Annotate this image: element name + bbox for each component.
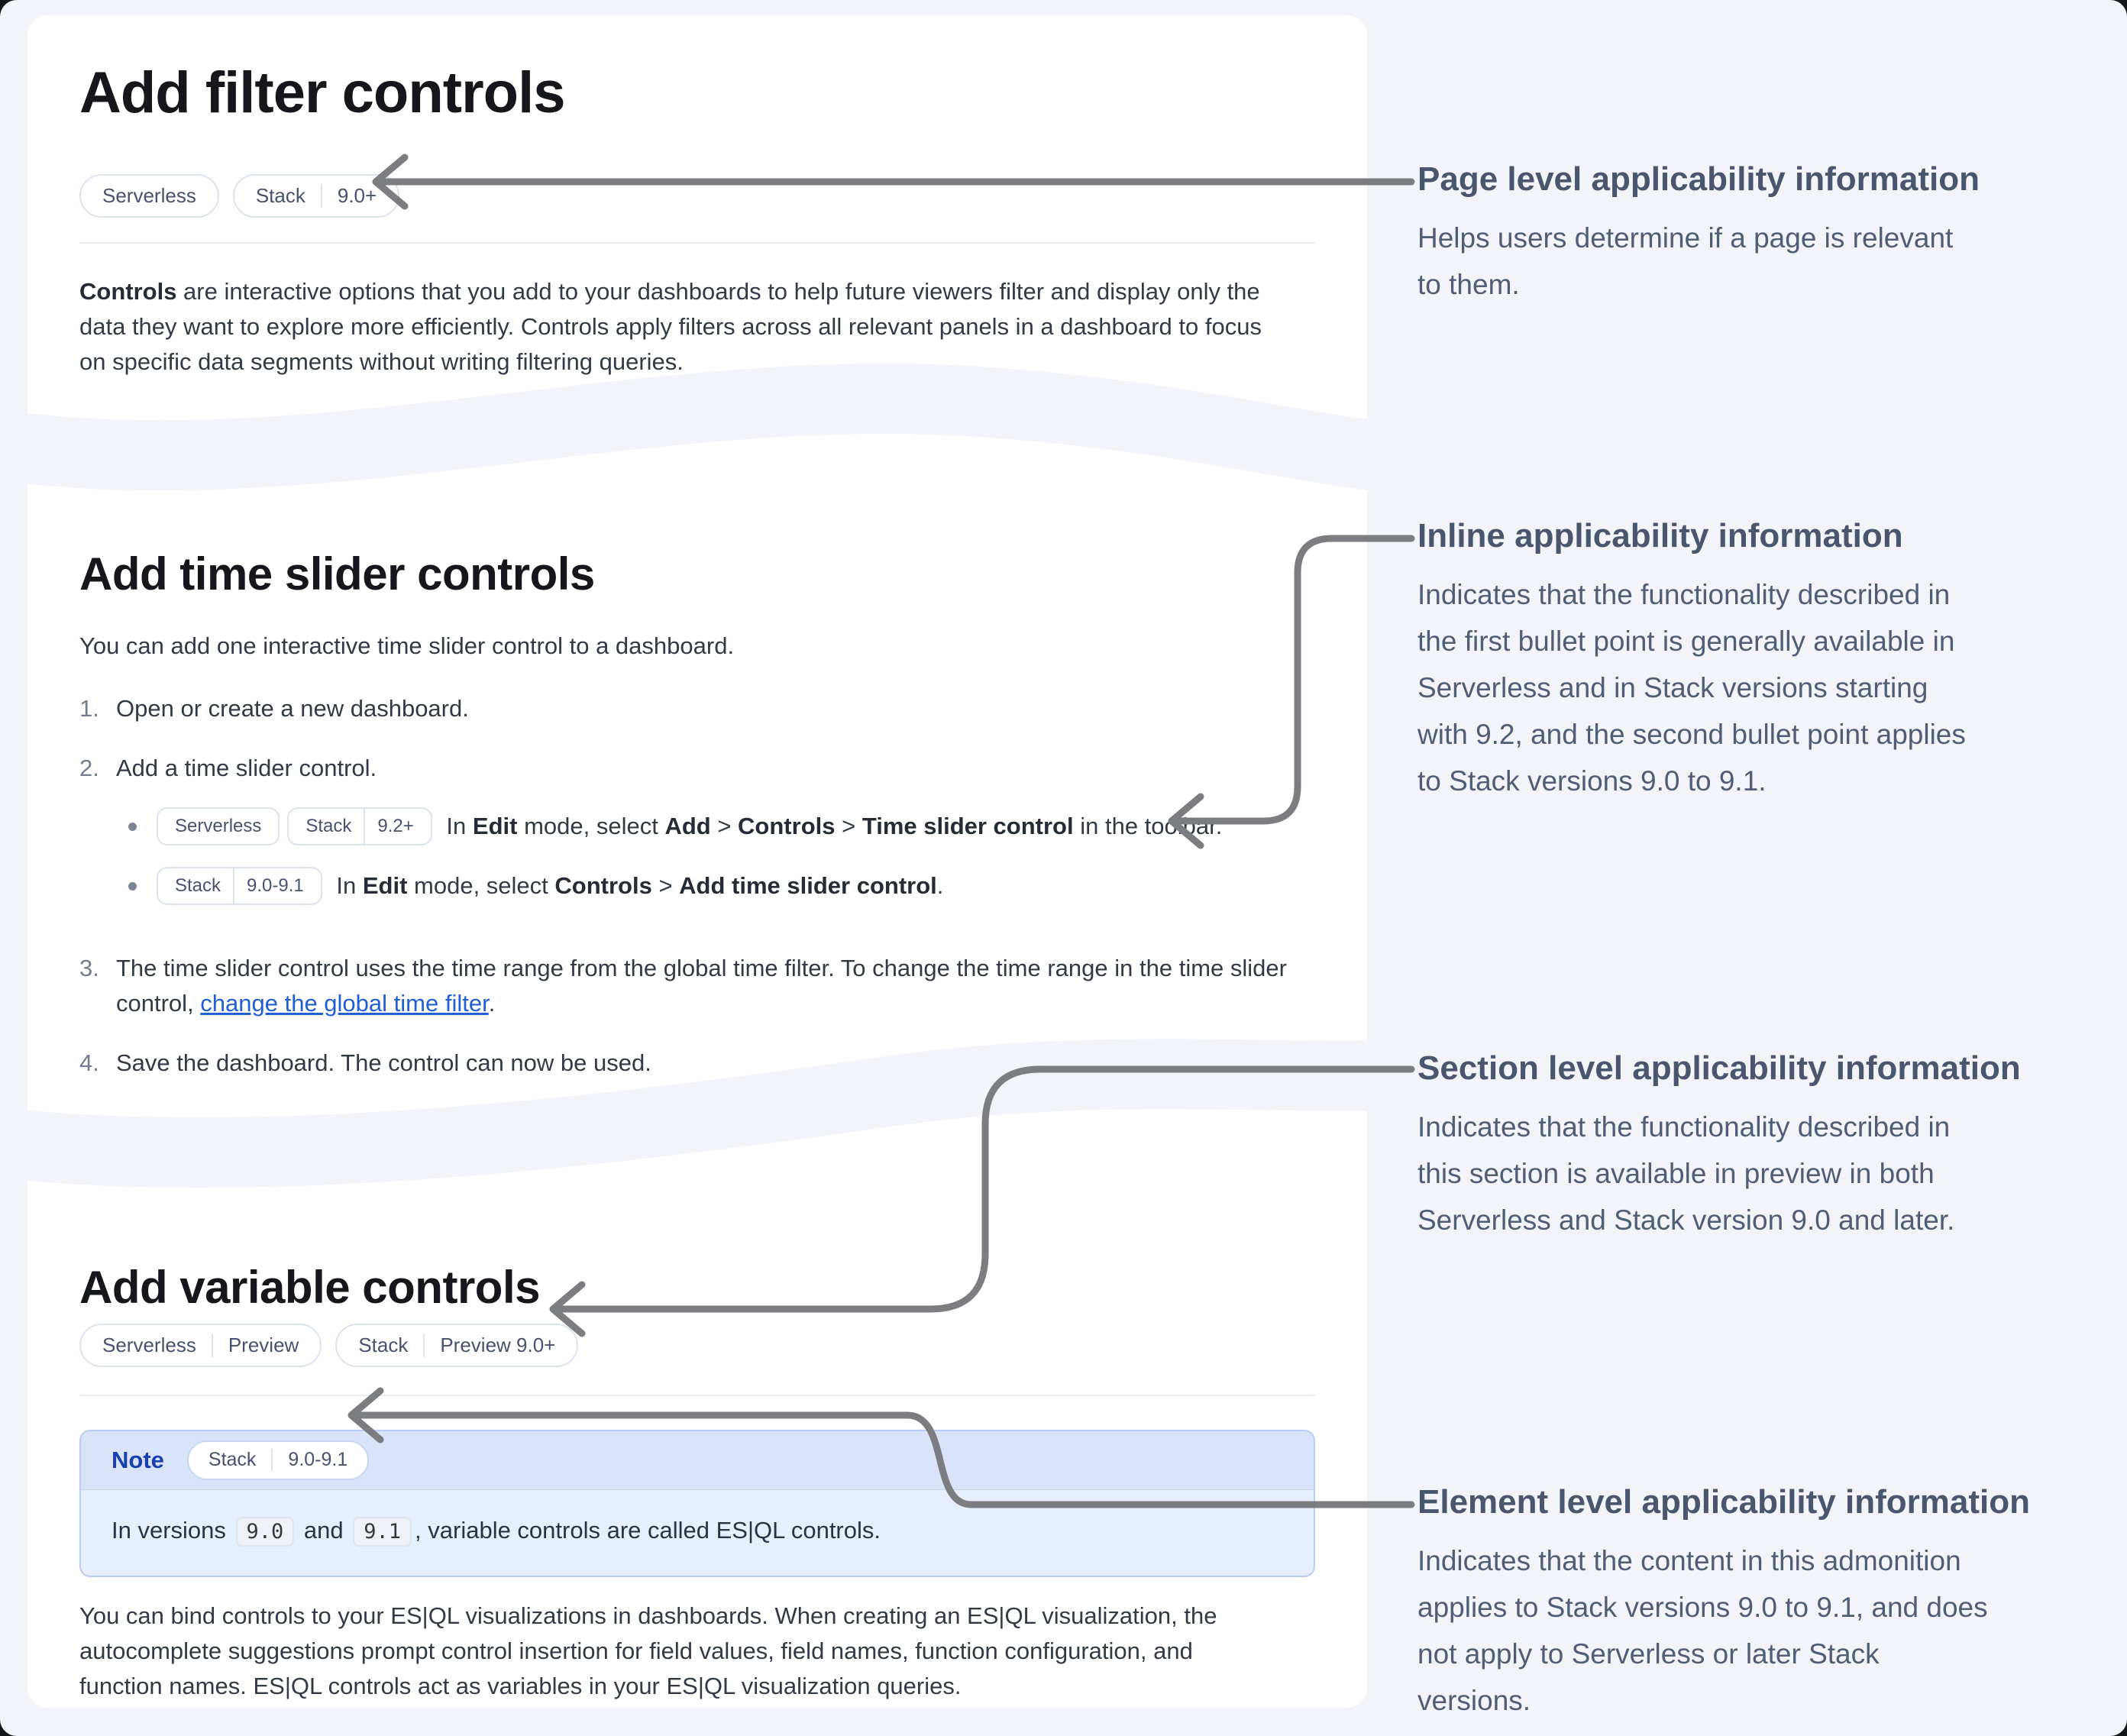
section-badges-row: Serverless Preview Stack Preview 9.0+ (79, 1323, 1315, 1367)
text-span: Add a time slider control. (116, 755, 377, 781)
badge-part: Preview 9.0+ (423, 1333, 555, 1357)
badge-part: Serverless (102, 184, 196, 207)
ordered-step: 3. The time slider control uses the time … (79, 951, 1315, 1021)
text-span: Controls (738, 813, 836, 839)
applicability-badge: Serverless (157, 807, 280, 845)
badge-part: Stack (358, 1333, 409, 1356)
code-span: 9.1 (353, 1516, 412, 1547)
badge-part: Stack (255, 184, 305, 207)
applicability-badge: Stack 9.0-9.1 (157, 866, 322, 905)
variable-controls-paragraph: You can bind controls to your ES|QL visu… (79, 1602, 1217, 1699)
note-admonition-header: Note Stack 9.0-9.1 (81, 1431, 1314, 1490)
text-span: Open or create a new dashboard. (116, 695, 469, 722)
badge-part: 9.0-9.1 (271, 1449, 347, 1472)
step-number: 1. (79, 695, 99, 722)
annotation-title: Page level applicability information (1417, 160, 1980, 198)
section-divider (79, 1394, 1315, 1396)
page-title: Add filter controls (79, 60, 565, 125)
text-span: In (439, 813, 473, 839)
applicability-badge: Stack 9.0-9.1 (186, 1440, 370, 1480)
section-title-time-slider: Add time slider controls (79, 548, 595, 600)
applicability-badge: Serverless Preview (79, 1323, 322, 1367)
step-text: Save the dashboard. The control can now … (116, 1046, 1315, 1081)
bullet-item: Serverless Stack 9.2+ In Edit mode, select… (128, 807, 1315, 847)
note-admonition: Note Stack 9.0-9.1 In versions 9.0 and 9.… (79, 1429, 1315, 1577)
applicability-badge: Stack 9.0+ (232, 174, 400, 218)
annotation-body: Indicates that the functionality describ… (1417, 1111, 1955, 1236)
badge-part: Serverless (102, 1333, 196, 1356)
applicability-badge: Stack 9.2+ (287, 807, 432, 845)
annotation-title: Inline applicability information (1417, 517, 1903, 554)
badge-part: Preview (211, 1333, 299, 1357)
text-span: mode, select (517, 813, 665, 839)
note-admonition-body: In versions 9.0 and 9.1, variable contro… (81, 1490, 1314, 1576)
ordered-step: 4. Save the dashboard. The control can no… (79, 1046, 1315, 1081)
text-span: . (936, 871, 944, 899)
section-divider (79, 242, 1315, 244)
bullet-text: Serverless Stack 9.2+ In Edit mode, select… (157, 807, 1222, 847)
annotation-page-level: Page level applicability information Hel… (1417, 157, 2067, 308)
text-span: > (710, 813, 739, 839)
text-span: , variable controls are called ES|QL con… (415, 1516, 881, 1544)
text-span: > (651, 871, 680, 899)
text-span: Add time slider control (679, 871, 937, 899)
ordered-steps-list: 1. Open or create a new dashboard. 2. Add a… (79, 691, 1315, 1081)
bullet-text: Stack 9.0-9.1 In Edit mode, select Contro… (157, 866, 944, 907)
annotation-body: Indicates that the functionality describ… (1417, 579, 1966, 797)
step-text: Add a time slider control. (116, 751, 1315, 786)
step-text: Open or create a new dashboard. (116, 691, 1315, 726)
page-badges-row: Serverless Stack 9.0+ (79, 174, 1315, 218)
badge-part: Stack (208, 1449, 257, 1471)
applicability-badge: Stack Preview 9.0+ (335, 1323, 579, 1367)
text-span: Edit (362, 871, 408, 899)
step-number: 2. (79, 755, 99, 781)
text-span: Time slider control (861, 813, 1074, 839)
step-number: 3. (79, 954, 99, 981)
text-span: In versions (112, 1516, 233, 1544)
badge-part: 9.2+ (364, 807, 414, 845)
text-span: Edit (472, 813, 518, 839)
section-title-variable-controls: Add variable controls (79, 1261, 540, 1313)
time-slider-intro: You can add one interactive time slider … (79, 632, 735, 659)
code-span: 9.0 (235, 1516, 295, 1547)
note-badge-slot: Stack 9.0-9.1 (186, 1440, 370, 1480)
text-span: . (488, 989, 496, 1017)
annotation-inline-level: Inline applicability information Indicat… (1417, 513, 2067, 804)
intro-paragraph: Controls are interactive options that yo… (79, 274, 1315, 380)
text-span: > (835, 813, 862, 839)
badge-part: 9.0-9.1 (233, 866, 304, 905)
bullet-marker (128, 882, 137, 891)
text-span: and (297, 1516, 351, 1544)
text-span: The time slider control uses the time ra… (116, 954, 1287, 1017)
annotation-element-level: Element level applicability information … (1417, 1479, 2067, 1724)
global-time-filter-link[interactable]: change the global time filter (200, 989, 489, 1017)
step-text: The time slider control uses the time ra… (116, 951, 1315, 1021)
applicability-badge: Serverless (79, 174, 219, 218)
text-span: In (329, 871, 363, 899)
annotation-body: Helps users determine if a page is relev… (1417, 222, 1954, 300)
text-span: mode, select (407, 871, 555, 899)
ordered-step: 1. Open or create a new dashboard. (79, 691, 1315, 726)
badge-part: Serverless (175, 815, 262, 836)
annotation-title: Section level applicability information (1417, 1049, 2021, 1087)
text-span: Controls (79, 278, 177, 305)
badge-part: Stack (175, 874, 221, 896)
bullet-marker (128, 823, 137, 832)
annotation-section-level: Section level applicability information … (1417, 1046, 2067, 1243)
text-span: are interactive options that you add to … (79, 278, 1262, 375)
bullet-item: Stack 9.0-9.1 In Edit mode, select Contro… (128, 866, 1315, 907)
text-span: Save the dashboard. The control can now … (116, 1049, 651, 1076)
annotation-body: Indicates that the content in this admon… (1417, 1545, 1988, 1716)
badge-part: 9.0+ (320, 184, 377, 208)
badge-part: Stack (305, 815, 352, 836)
text-span: Add (664, 813, 711, 839)
text-span: Controls (554, 871, 652, 899)
step-number: 4. (79, 1049, 99, 1076)
annotation-title: Element level applicability information (1417, 1483, 2030, 1521)
text-span: in the toolbar. (1073, 813, 1223, 839)
note-label: Note (112, 1446, 164, 1473)
